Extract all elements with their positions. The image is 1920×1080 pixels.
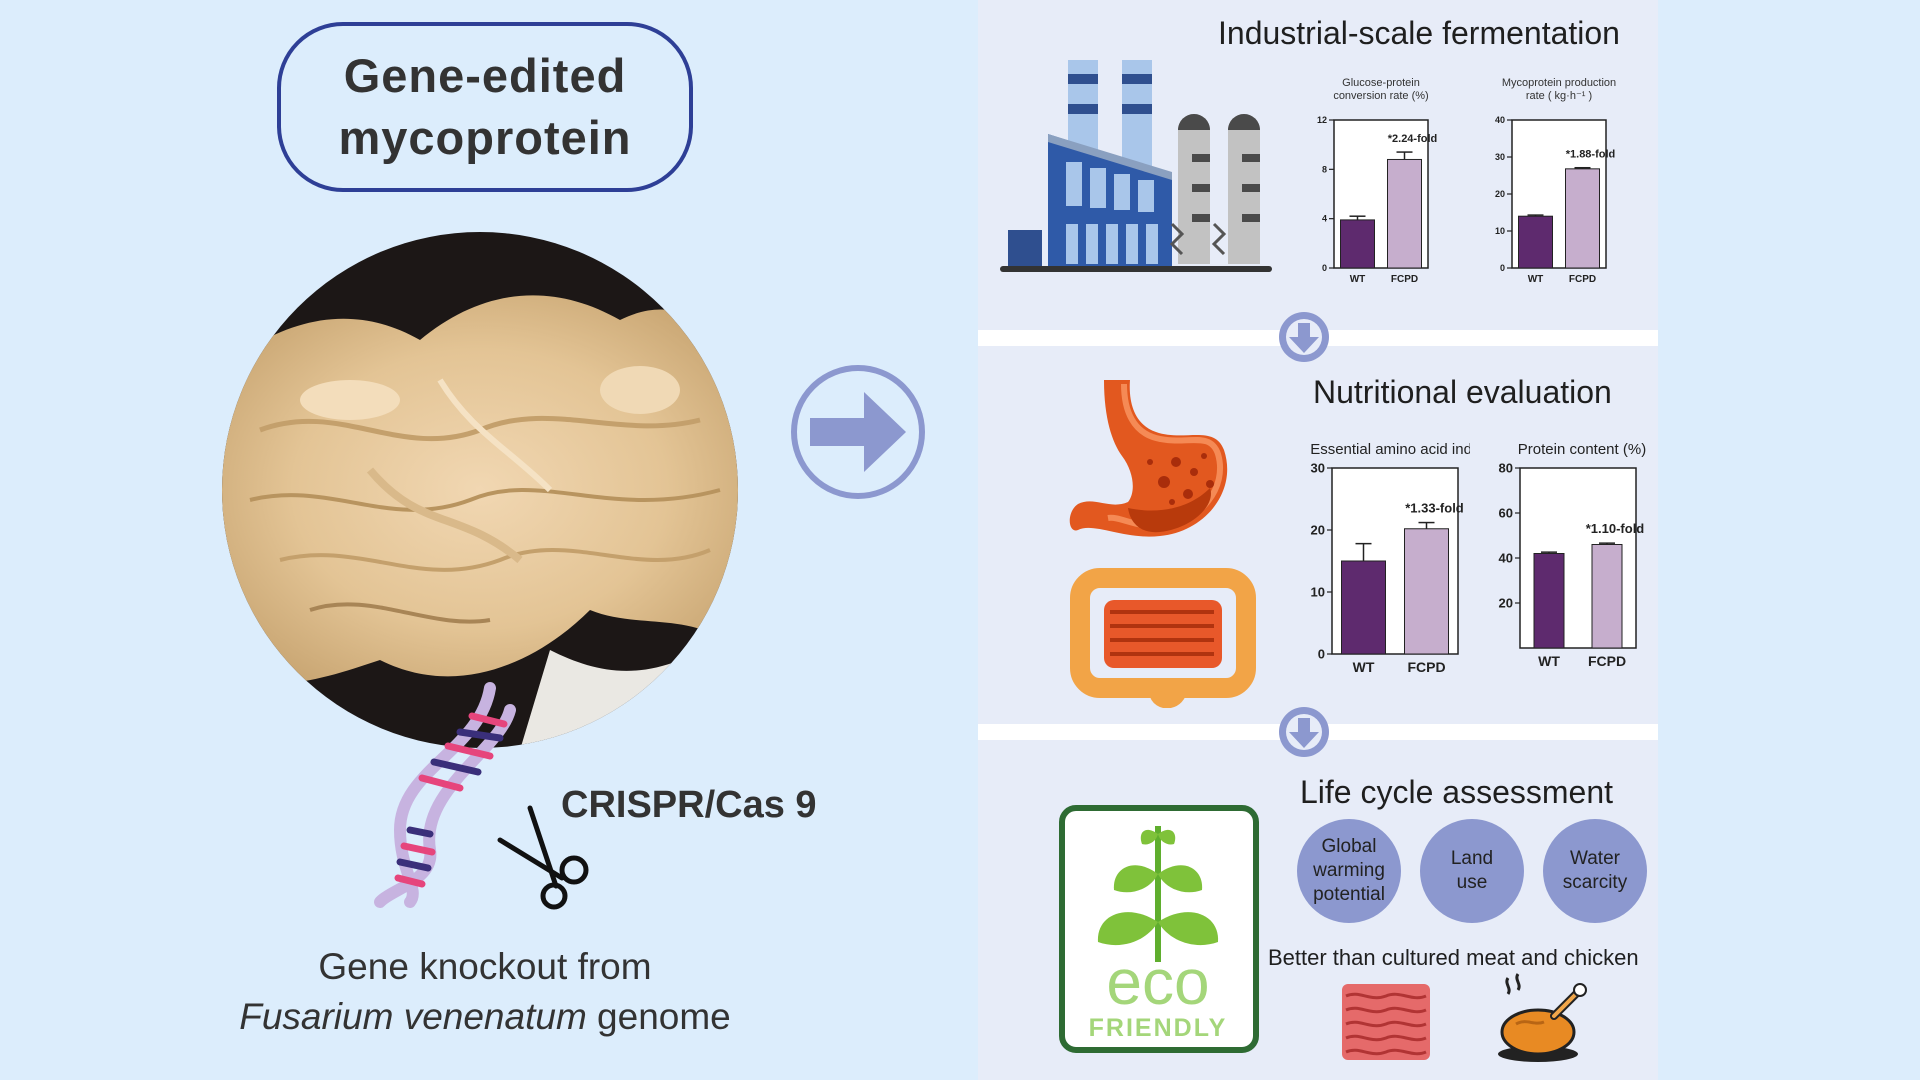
dna-icon <box>374 682 516 908</box>
arrow-down-icon <box>1279 707 1329 757</box>
y-tick-label: 40 <box>1495 115 1505 125</box>
fermentation-title: Industrial-scale fermentation <box>1218 15 1620 51</box>
fold-annotation: *2.24-fold <box>1388 133 1438 145</box>
caption-line-1: Gene knockout from <box>318 946 652 987</box>
y-tick-label: 12 <box>1317 115 1327 125</box>
y-tick-label: 20 <box>1495 189 1505 199</box>
bar-wt <box>1533 553 1565 649</box>
y-tick-label: 10 <box>1311 584 1325 599</box>
bar-fcpd <box>1591 544 1623 649</box>
bar-fcpd <box>1404 528 1449 655</box>
category-label: WT <box>1350 274 1366 285</box>
lca-circle-land-use: Land use <box>1420 819 1524 923</box>
right-margin <box>1658 0 1920 1080</box>
caption: Gene knockout from Fusarium venenatum ge… <box>150 942 820 1042</box>
y-tick-label: 20 <box>1311 522 1325 537</box>
caption-rest: genome <box>586 996 731 1037</box>
y-tick-label: 30 <box>1311 460 1325 475</box>
eco-friendly-icon: eco FRIENDLY <box>1059 805 1259 1053</box>
nutrition-title: Nutritional evaluation <box>1313 374 1612 410</box>
y-tick-label: 60 <box>1499 505 1513 520</box>
bar-wt <box>1518 215 1553 269</box>
y-tick-label: 0 <box>1500 263 1505 273</box>
stomach-icon <box>1069 380 1228 537</box>
title-line-2: mycoprotein <box>338 111 632 164</box>
bar-wt <box>1340 219 1375 269</box>
caption-species: Fusarium venenatum <box>239 996 587 1037</box>
category-label: FCPD <box>1588 653 1626 669</box>
category-label: FCPD <box>1569 274 1596 285</box>
arrow-down-icon <box>1279 312 1329 362</box>
fold-annotation: *1.33-fold <box>1405 501 1464 516</box>
category-label: FCPD <box>1407 659 1445 675</box>
chart-title: Essential amino acid index <box>1310 441 1470 458</box>
chart-title: Protein content (%) <box>1518 441 1646 458</box>
roast-chicken-icon <box>1498 973 1587 1062</box>
y-tick-label: 0 <box>1318 646 1325 661</box>
caption-line-2: Fusarium venenatum genome <box>150 992 820 1042</box>
fold-annotation: *1.88-fold <box>1566 149 1616 161</box>
eco-word: eco <box>1106 946 1209 1018</box>
mycoprotein-photo <box>222 232 738 748</box>
y-tick-label: 10 <box>1495 226 1505 236</box>
eco-sub: FRIENDLY <box>1089 1014 1228 1042</box>
y-tick-label: 80 <box>1499 460 1513 475</box>
y-tick-label: 40 <box>1499 550 1513 565</box>
main-title-box: Gene-edited mycoprotein <box>277 22 693 192</box>
crispr-label: CRISPR/Cas 9 <box>561 784 817 826</box>
y-tick-label: 0 <box>1322 263 1327 273</box>
title-line-1: Gene-edited <box>343 49 627 102</box>
scissors-icon <box>497 805 589 910</box>
y-tick-label: 30 <box>1495 152 1505 162</box>
category-label: WT <box>1538 653 1560 669</box>
lca-circle-water-scarcity: Water scarcity <box>1543 819 1647 923</box>
bar-fcpd <box>1387 158 1422 269</box>
lca-title: Life cycle assessment <box>1300 774 1614 810</box>
lca-circle-global-warming: Global warming potential <box>1297 819 1401 923</box>
y-tick-label: 8 <box>1322 164 1327 174</box>
better-than-text: Better than cultured meat and chicken <box>1268 945 1639 970</box>
category-label: WT <box>1528 274 1544 285</box>
y-tick-label: 4 <box>1322 214 1327 224</box>
bar-fcpd <box>1565 168 1600 269</box>
arrow-right-icon <box>791 365 925 499</box>
category-label: FCPD <box>1391 274 1418 285</box>
category-label: WT <box>1353 659 1375 675</box>
cultured-meat-icon <box>1342 984 1430 1060</box>
fold-annotation: *1.10-fold <box>1586 521 1645 536</box>
bar-wt <box>1341 560 1386 655</box>
y-tick-label: 20 <box>1499 595 1513 610</box>
intestine-icon <box>1070 568 1256 708</box>
factory-icon <box>1000 60 1272 272</box>
